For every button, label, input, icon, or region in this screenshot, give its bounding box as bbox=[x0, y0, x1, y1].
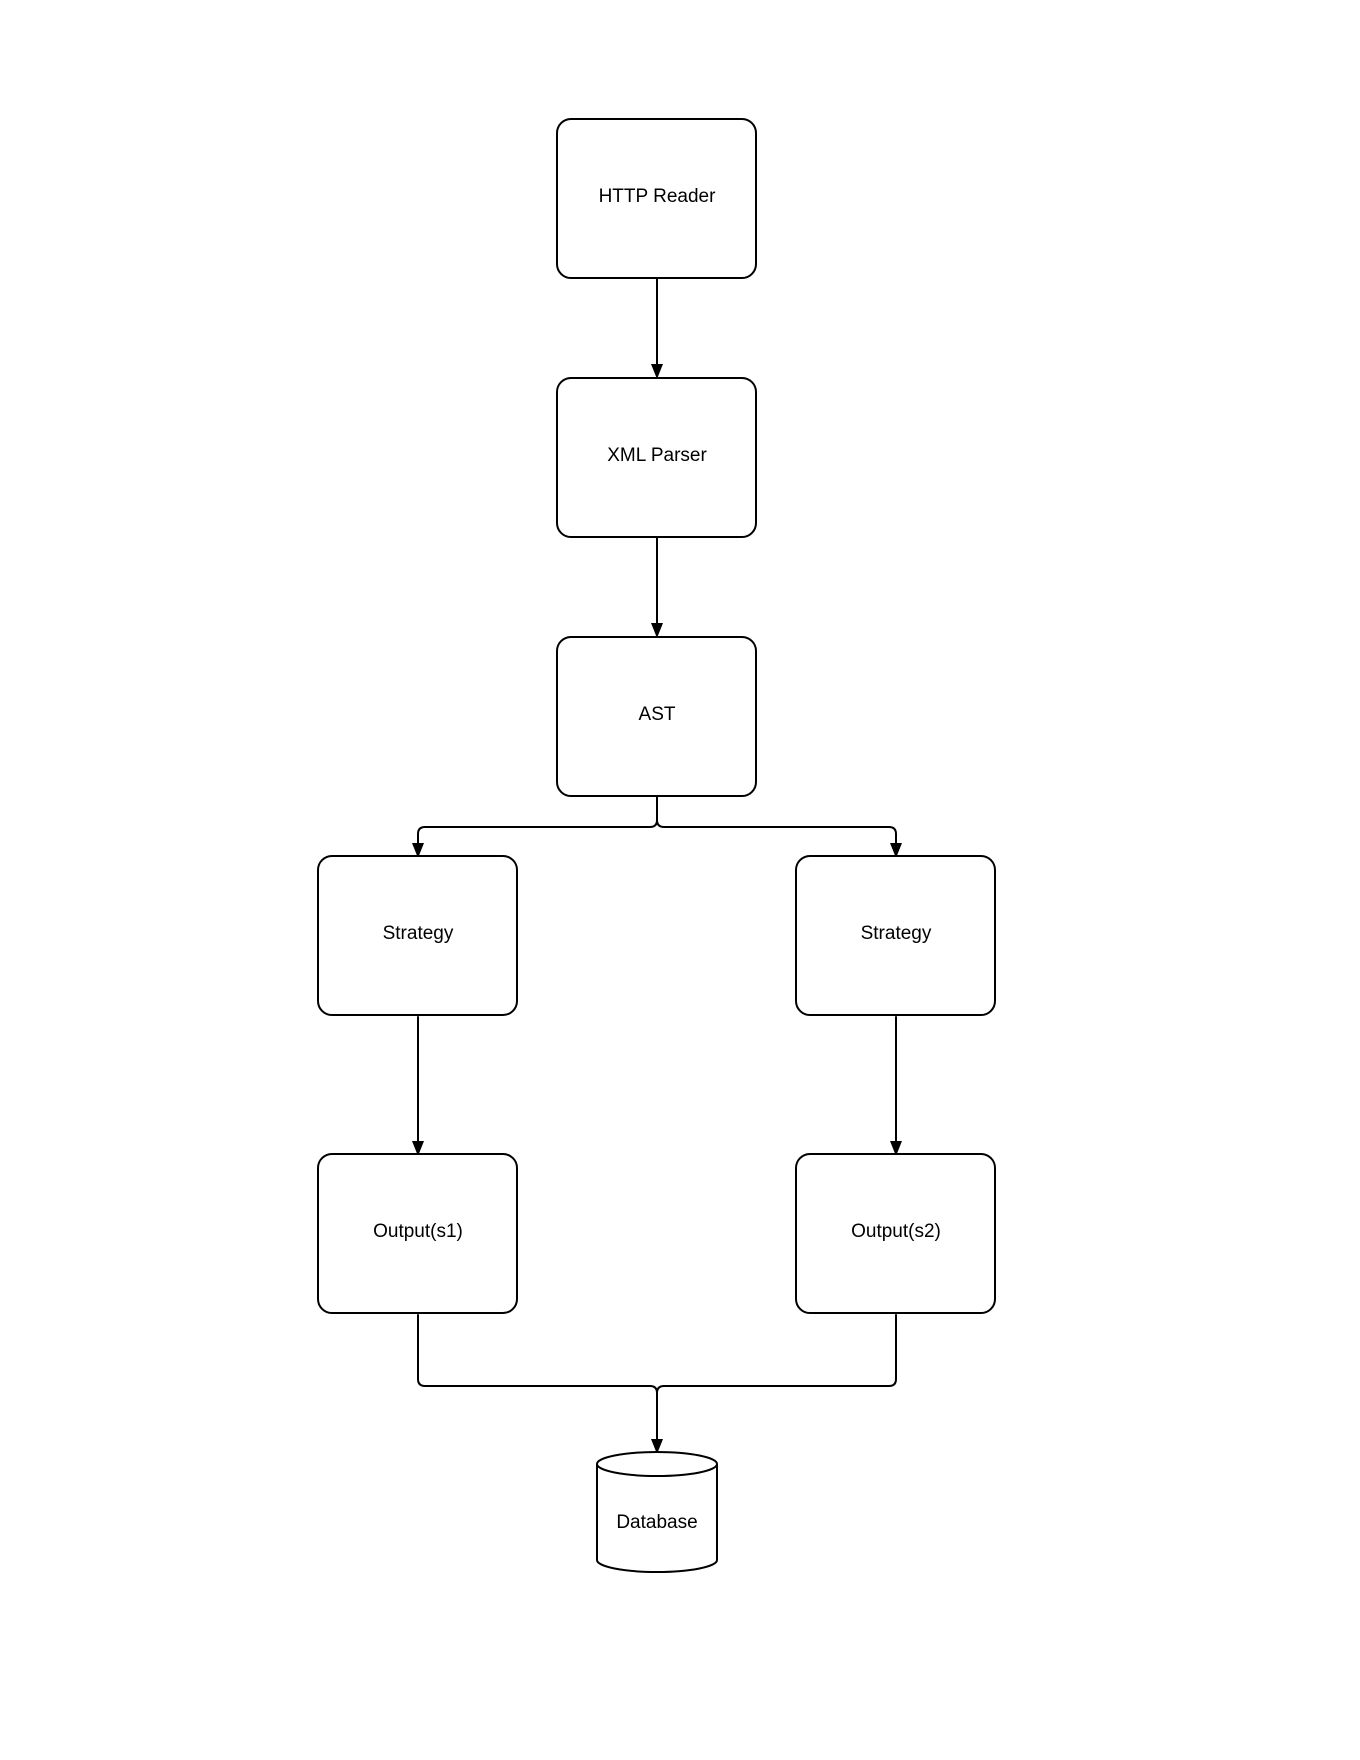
node-output-s2[interactable]: Output(s2) bbox=[795, 1153, 996, 1314]
node-strategy-right[interactable]: Strategy bbox=[795, 855, 996, 1016]
edge-output-s1-to-database bbox=[417, 1314, 658, 1440]
node-xml-parser[interactable]: XML Parser bbox=[556, 377, 757, 538]
node-ast-label: AST bbox=[639, 704, 676, 725]
edge-output-s2-to-database bbox=[656, 1314, 897, 1440]
arrow-head-strategy-right bbox=[890, 843, 902, 858]
arrow-head-output-s2 bbox=[890, 1141, 902, 1156]
node-http-reader[interactable]: HTTP Reader bbox=[556, 118, 757, 279]
arrow-head-output-s1 bbox=[412, 1141, 424, 1156]
node-strategy-left[interactable]: Strategy bbox=[317, 855, 518, 1016]
node-database-label: Database bbox=[616, 1512, 697, 1533]
node-xml-parser-box bbox=[556, 377, 757, 538]
node-strategy-left-label: Strategy bbox=[383, 923, 454, 944]
arrow-head-xml bbox=[651, 364, 663, 379]
edge-ast-to-strategy-left bbox=[417, 796, 658, 844]
node-output-s1[interactable]: Output(s1) bbox=[317, 1153, 518, 1314]
database-cylinder-top bbox=[596, 1451, 718, 1477]
arrow-head-ast bbox=[651, 623, 663, 638]
node-output-s2-label: Output(s2) bbox=[851, 1221, 941, 1242]
node-strategy-left-box bbox=[317, 855, 518, 1016]
arrow-head-strategy-left bbox=[412, 843, 424, 858]
node-output-s1-label: Output(s1) bbox=[373, 1221, 463, 1242]
database-cylinder-body bbox=[596, 1464, 718, 1573]
arrow-head-database bbox=[651, 1439, 663, 1454]
node-xml-parser-label: XML Parser bbox=[607, 445, 707, 466]
edge-ast-to-strategy-right bbox=[656, 796, 897, 844]
node-ast-box bbox=[556, 636, 757, 797]
node-strategy-right-label: Strategy bbox=[861, 923, 932, 944]
node-http-reader-box bbox=[556, 118, 757, 279]
node-strategy-right-box bbox=[795, 855, 996, 1016]
node-ast[interactable]: AST bbox=[556, 636, 757, 797]
node-output-s2-box bbox=[795, 1153, 996, 1314]
node-database[interactable]: Database bbox=[596, 1451, 718, 1573]
node-output-s1-box bbox=[317, 1153, 518, 1314]
edges bbox=[412, 278, 902, 1454]
node-http-reader-label: HTTP Reader bbox=[599, 186, 717, 207]
